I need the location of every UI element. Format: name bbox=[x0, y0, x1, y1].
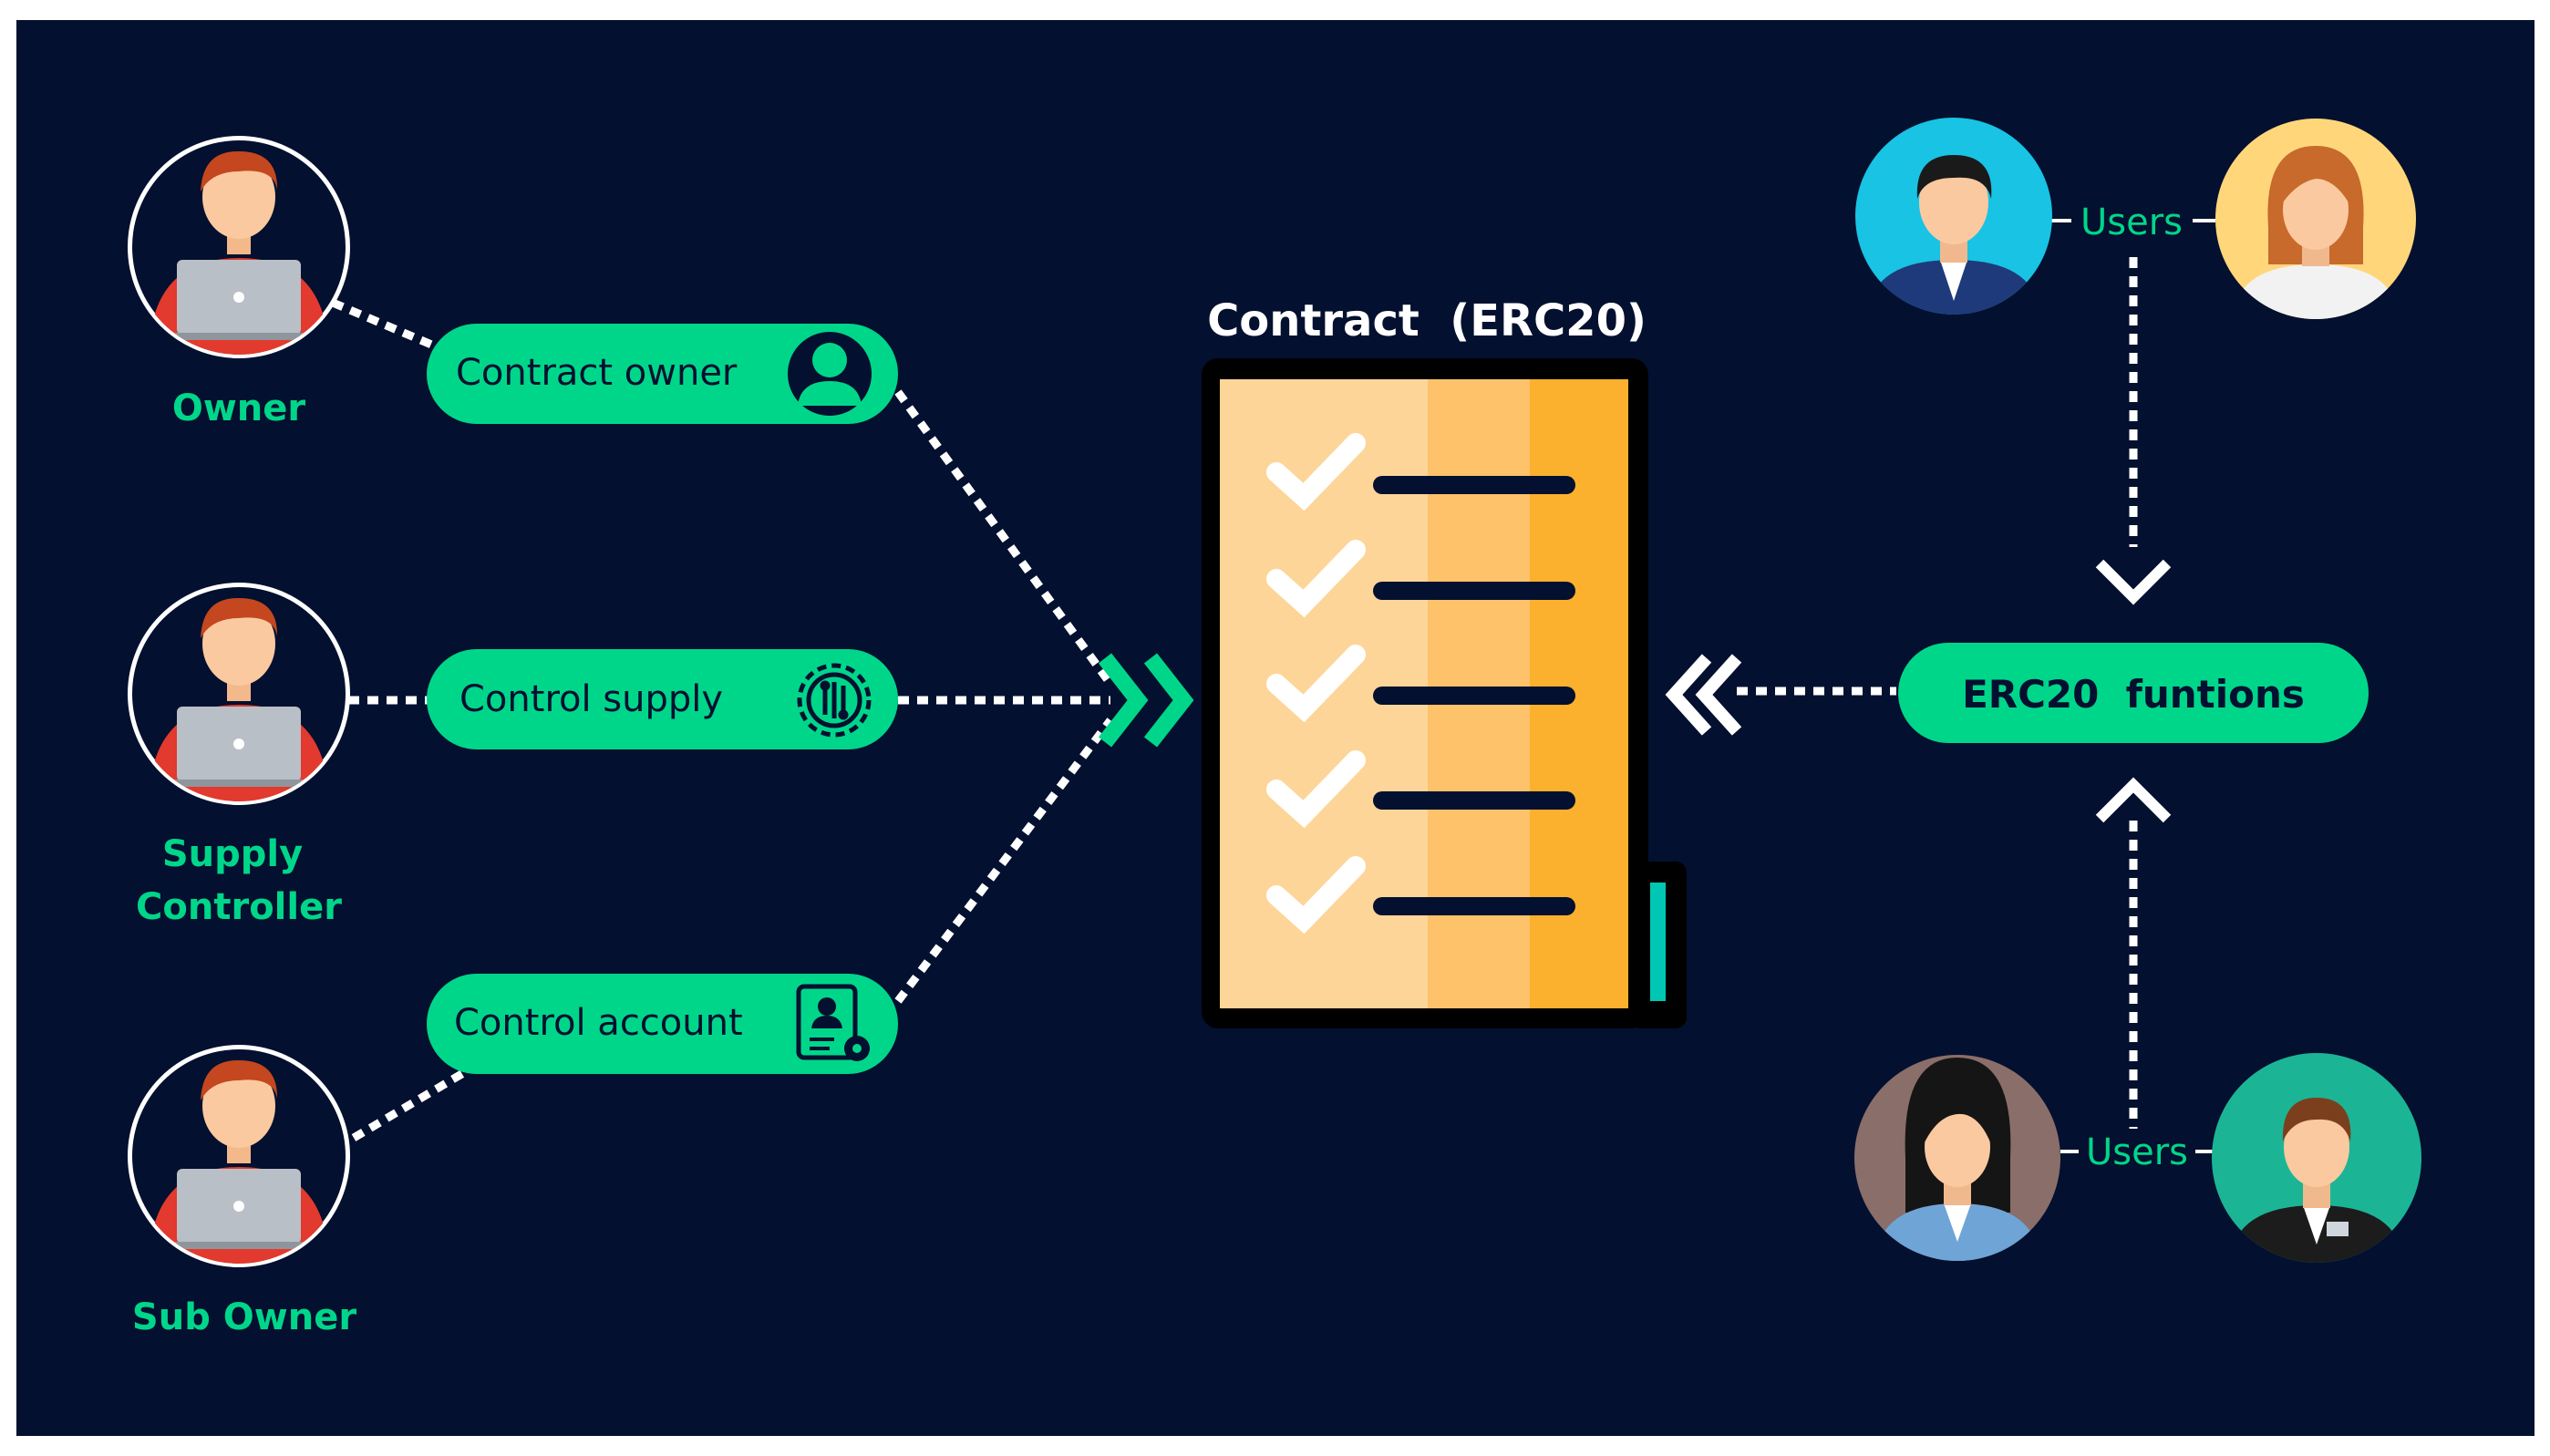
double-chevron-right-icon bbox=[1098, 653, 1149, 748]
functions-label: ERC20 funtions bbox=[1962, 672, 2305, 717]
connectors bbox=[331, 257, 2138, 1141]
checklist-row bbox=[1266, 433, 1575, 511]
female-user-icon bbox=[1854, 1055, 2060, 1261]
users-top-label: Users bbox=[2080, 201, 2183, 243]
check-icon bbox=[1266, 540, 1366, 618]
person-laptop-icon bbox=[149, 150, 329, 355]
role-label-contract-owner: Contract owner bbox=[456, 352, 738, 394]
connector-contract-owner bbox=[894, 389, 1114, 687]
actor-label-supply-controller: Supply Controller bbox=[136, 833, 342, 928]
checklist-row bbox=[1266, 540, 1575, 618]
role-pill-control-supply: Control supply bbox=[427, 649, 898, 749]
role-pill-control-account: Control account bbox=[427, 974, 898, 1074]
checklist bbox=[1266, 433, 1575, 935]
check-icon bbox=[1266, 433, 1366, 511]
actor-label-owner: Owner bbox=[172, 387, 306, 429]
role-label-control-account: Control account bbox=[454, 1002, 743, 1044]
male-user-icon bbox=[1855, 118, 2052, 315]
arrow-down-icon bbox=[2095, 559, 2172, 605]
checklist-row bbox=[1266, 856, 1575, 935]
actor-supply-controller bbox=[128, 583, 350, 805]
check-icon bbox=[1266, 750, 1366, 829]
arrowheads bbox=[1098, 559, 2172, 823]
double-chevron-right-icon-2 bbox=[1143, 653, 1194, 748]
male-user-icon bbox=[2212, 1053, 2421, 1263]
checklist-row bbox=[1266, 645, 1575, 723]
person-laptop-icon bbox=[149, 597, 329, 801]
check-icon bbox=[1266, 645, 1366, 723]
role-label-control-supply: Control supply bbox=[459, 678, 723, 720]
contract-document bbox=[1202, 358, 1687, 1028]
role-pill-contract-owner: Contract owner bbox=[427, 324, 898, 424]
double-chevron-left-icon bbox=[1665, 654, 1712, 736]
connector-sub-owner bbox=[351, 1063, 477, 1141]
actor-label-sub-owner: Sub Owner bbox=[132, 1296, 356, 1338]
users-top-group: Users bbox=[1855, 118, 2416, 319]
users-bottom-label: Users bbox=[2086, 1131, 2188, 1173]
contract-title: Contract (ERC20) bbox=[1207, 295, 1647, 346]
users-bottom-group: Users bbox=[1854, 1053, 2421, 1263]
person-laptop-icon bbox=[149, 1059, 329, 1264]
functions-pill: ERC20 funtions bbox=[1898, 643, 2369, 743]
checklist-row bbox=[1266, 750, 1575, 829]
double-chevron-left-icon-2 bbox=[1695, 654, 1742, 736]
arrow-up-icon bbox=[2095, 777, 2172, 823]
connector-control-account bbox=[894, 718, 1114, 1004]
check-icon bbox=[1266, 856, 1366, 935]
female-user-icon bbox=[2215, 119, 2416, 319]
gear-circuit-icon bbox=[797, 663, 872, 738]
user-silhouette-icon bbox=[788, 332, 872, 416]
actor-owner bbox=[128, 136, 350, 358]
actor-sub-owner bbox=[128, 1045, 350, 1267]
account-settings-icon bbox=[796, 984, 870, 1061]
